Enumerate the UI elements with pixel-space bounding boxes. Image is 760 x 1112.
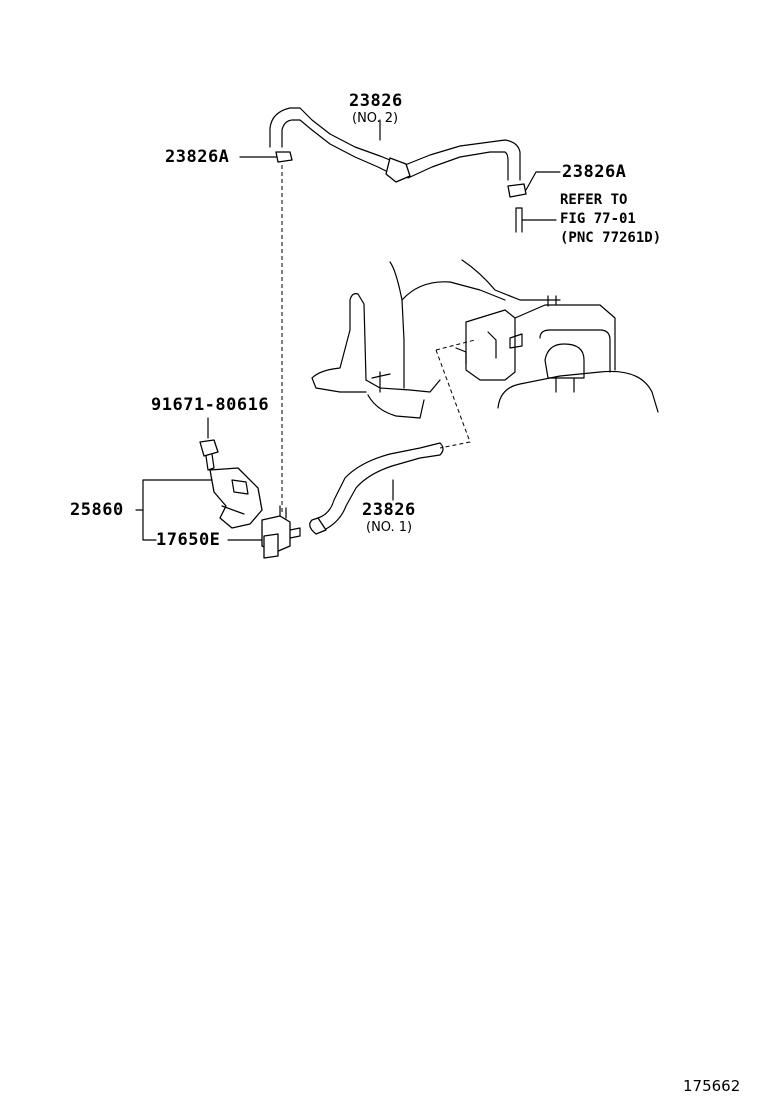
refer-line-1: REFER TO — [560, 192, 628, 208]
refer-line-2: FIG 77-01 — [560, 211, 636, 227]
refer-pipe-stub — [515, 207, 557, 233]
clip-left-label: 23826A — [165, 147, 230, 167]
hose-no1[interactable] — [309, 442, 444, 535]
figure-number: 175662 — [683, 1077, 741, 1095]
clip-left[interactable] — [239, 151, 293, 163]
hose-no1-part-label: 23826 — [362, 500, 416, 520]
hose-no1-sub-label: (NO. 1) — [366, 520, 413, 535]
hose-no2-part-label: 23826 — [349, 91, 403, 111]
hose-no2[interactable] — [269, 107, 521, 183]
bracket[interactable] — [209, 467, 263, 529]
bracket-leader — [142, 479, 213, 541]
bracket-label: 25860 — [70, 500, 124, 520]
body-panel-outline — [311, 259, 659, 419]
bolt-label: 91671-80616 — [151, 395, 270, 415]
bolt[interactable] — [199, 417, 219, 471]
dashed-guide-diagonal — [435, 339, 476, 449]
refer-line-3: (PNC 77261D) — [560, 230, 662, 246]
hose-no2-sub-label: (NO. 2) — [352, 111, 399, 126]
clip-right[interactable] — [507, 171, 561, 198]
vsv-valve[interactable] — [261, 505, 301, 559]
clip-right-label: 23826A — [562, 162, 627, 182]
valve-label: 17650E — [156, 530, 221, 550]
